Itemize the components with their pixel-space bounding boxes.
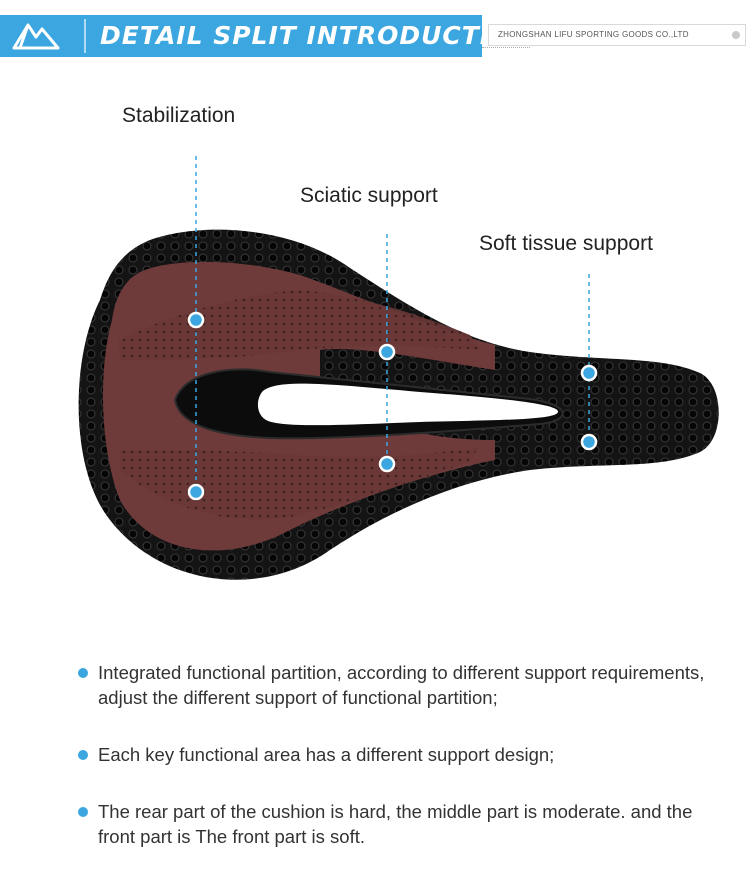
list-item: Each key functional area has a different…: [78, 742, 718, 767]
mountain-logo-icon: [12, 23, 60, 50]
page-title: DETAIL SPLIT INTRODUCTION: [100, 21, 535, 50]
feature-list: Integrated functional partition, accordi…: [78, 660, 718, 881]
marker-soft-tissue-lower: [580, 433, 598, 451]
callout-stabilization: Stabilization: [122, 104, 236, 127]
marker-soft-tissue-upper: [580, 364, 598, 382]
bullet-dot-icon: [78, 750, 88, 760]
list-item: Integrated functional partition, accordi…: [78, 660, 718, 710]
marker-stabilization-lower: [187, 483, 205, 501]
header-banner: DETAIL SPLIT INTRODUCTION: [0, 15, 533, 57]
brand-logo: [0, 15, 80, 57]
callout-soft-tissue-support: Soft tissue support: [479, 232, 653, 255]
list-item: The rear part of the cushion is hard, th…: [78, 799, 718, 849]
list-item-text: Each key functional area has a different…: [98, 744, 555, 765]
dot-icon: [732, 31, 740, 39]
callout-sciatic-support: Sciatic support: [300, 184, 438, 207]
marker-sciatic-lower: [378, 455, 396, 473]
saddle-illustration: [78, 156, 719, 580]
banner-dotted-line: [482, 47, 530, 48]
banner-divider: [84, 19, 86, 53]
marker-stabilization-upper: [187, 311, 205, 329]
saddle-cutout-hole: [257, 383, 559, 426]
list-item-text: Integrated functional partition, accordi…: [98, 662, 705, 708]
marker-sciatic-upper: [378, 343, 396, 361]
bullet-dot-icon: [78, 807, 88, 817]
perforation-zone-upper: [118, 290, 480, 360]
bullet-dot-icon: [78, 668, 88, 678]
company-name: ZHONGSHAN LIFU SPORTING GOODS CO.,LTD: [498, 30, 689, 39]
list-item-text: The rear part of the cushion is hard, th…: [98, 801, 693, 847]
company-name-box: ZHONGSHAN LIFU SPORTING GOODS CO.,LTD: [488, 24, 746, 46]
